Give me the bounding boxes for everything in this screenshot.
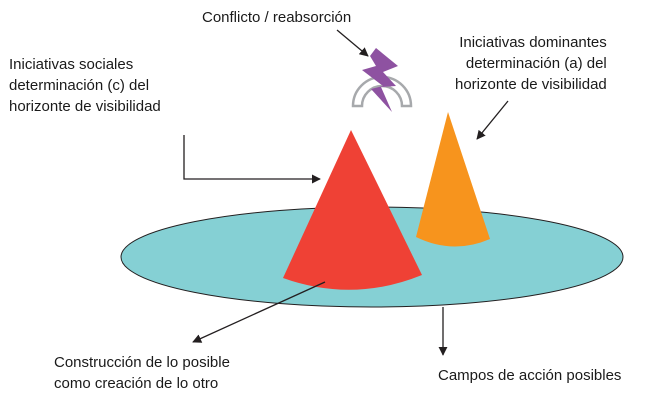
conflict-label: Conflicto / reabsorción <box>202 9 352 26</box>
dominant-cone <box>416 112 490 247</box>
construction-arrow <box>192 281 326 343</box>
dominant-initiatives-label: Iniciativas dominantes determinación (a)… <box>455 32 607 95</box>
dominant-label-line-1: Iniciativas dominantes <box>459 34 607 51</box>
dominant-arrow <box>476 100 509 140</box>
dominant-label-line-2: determinación (a) del <box>465 55 607 72</box>
social-cone <box>283 130 422 290</box>
social-initiatives-label: Iniciativas sociales determinación (c) d… <box>9 54 161 117</box>
conflict-arrow <box>336 29 369 57</box>
social-label-line-3: horizonte de visibilidad <box>9 98 161 115</box>
construction-label-line-2: como creación de lo otro <box>54 375 219 392</box>
dominant-label-line-3: horizonte de visibilidad <box>455 76 607 93</box>
construction-label-line-1: Construcción de lo posible <box>54 354 230 371</box>
social-label-line-1: Iniciativas sociales <box>9 56 134 73</box>
social-arrow <box>183 135 321 184</box>
half-ring-icon <box>351 75 413 108</box>
lightning-bolt-icon <box>362 48 398 112</box>
social-label-line-2: determinación (c) del <box>9 77 150 94</box>
construction-label: Construcción de lo posible como creación… <box>54 352 230 394</box>
action-fields-label: Campos de acción posibles <box>438 367 622 384</box>
